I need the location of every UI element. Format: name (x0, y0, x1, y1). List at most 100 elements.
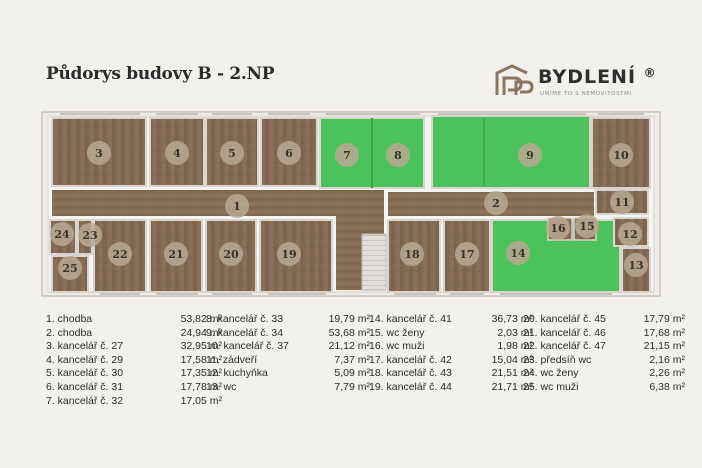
room-number: 18 (404, 248, 420, 261)
room-number: 14 (510, 247, 526, 260)
legend-room-label: 5. kancelář č. 30 (46, 367, 124, 380)
legend-row: 10. kancelář č. 37 21,12 m² (206, 340, 370, 354)
legend-room-area: 53,82 m² (180, 313, 222, 325)
room-number: 1 (233, 200, 241, 213)
room-number: 11 (614, 196, 629, 209)
legend-room-label: 7. kancelář č. 32 (46, 394, 124, 407)
room-badge (277, 141, 301, 165)
legend-room-label: 12. kuchyňka (206, 367, 268, 380)
legend-room-label: 15. wc ženy (369, 326, 425, 339)
legend-row: 23. předsíň wc 2,16 m² (523, 354, 685, 368)
legend-room-area: 53,68 m² (328, 326, 370, 339)
room-9 (431, 115, 591, 189)
room-number: 24 (54, 228, 70, 241)
room-number: 19 (281, 248, 296, 261)
brand-name: BYDLENÍ ® (538, 66, 657, 88)
page-title: Půdorys budovy B - 2.NP (46, 64, 275, 84)
legend-room-area: 1,98 m² (497, 340, 533, 353)
room-badge (518, 143, 542, 167)
legend-room-area: 21,12 m² (328, 340, 370, 353)
room-number: 9 (526, 149, 534, 162)
legend-room-label: 20. kancelář č. 45 (523, 313, 606, 325)
legend-room-area: 6,38 m² (649, 380, 685, 393)
legend-row: 12. kuchyňka 5,09 m² (206, 367, 370, 381)
legend-room-label: 16. wc muži (369, 340, 425, 353)
room-badge (386, 143, 410, 167)
room-number: 21 (168, 248, 183, 261)
legend-column-3: 14. kancelář č. 41 36,73 m² 15. wc ženy 2,0… (369, 313, 533, 395)
room-number: 13 (628, 259, 643, 272)
legend-room-area: 17,58 m² (180, 353, 222, 366)
room-badge (219, 242, 243, 266)
legend-row: 9. kancelář č. 34 53,68 m² (206, 327, 370, 341)
legend-room-label: 23. předsíň wc (523, 353, 592, 366)
legend-room-label: 3. kancelář č. 27 (46, 340, 124, 353)
room-number: 22 (112, 248, 127, 261)
legend-room-area: 17,05 m² (180, 394, 222, 407)
legend-room-area: 2,26 m² (649, 367, 685, 380)
room-badge (335, 143, 359, 167)
room-badge (225, 194, 249, 218)
legend-room-label: 4. kancelář č. 29 (46, 353, 124, 366)
legend-row: 14. kancelář č. 41 36,73 m² (369, 313, 533, 327)
brand-logo: BYDLENÍ ® UMÍME TO S NEMOVITOSTMI (494, 62, 664, 106)
room-number: 3 (95, 147, 103, 160)
room-number: 15 (579, 220, 594, 233)
room-badge (50, 222, 74, 246)
legend-room-label: 22. kancelář č. 47 (523, 340, 606, 353)
legend-row: 3. kancelář č. 27 32,95 m² (46, 340, 222, 354)
legend-room-area: 17,78 m² (180, 380, 222, 393)
legend-room-label: 10. kancelář č. 37 (206, 340, 289, 353)
legend-row: 5. kancelář č. 30 17,35 m² (46, 367, 222, 381)
legend-row: 7. kancelář č. 32 17,05 m² (46, 395, 222, 409)
legend-row: 24. wc ženy 2,26 m² (523, 367, 685, 381)
legend-room-area: 21,71 m² (491, 380, 533, 393)
room-number: 6 (285, 147, 293, 160)
legend-room-area: 21,51 m² (491, 367, 533, 380)
legend-room-area: 32,95 m² (180, 340, 222, 353)
room-badge (624, 253, 648, 277)
room-badge (220, 141, 244, 165)
room-badge (610, 190, 634, 214)
legend-row: 25. wc muži 6,38 m² (523, 381, 685, 395)
legend-room-label: 24. wc ženy (523, 367, 579, 380)
room-badge (165, 141, 189, 165)
legend-room-area: 7,37 m² (334, 353, 370, 366)
legend-column-4: 20. kancelář č. 45 17,79 m² 21. kancelář č… (523, 313, 685, 395)
room-number: 4 (173, 147, 181, 160)
legend-room-label: 9. kancelář č. 34 (206, 326, 284, 339)
room-badge (400, 242, 424, 266)
legend-row: 4. kancelář č. 29 17,58 m² (46, 354, 222, 368)
stairs (361, 233, 387, 291)
legend-room-label: 17. kancelář č. 42 (369, 353, 452, 366)
legend-room-label: 25. wc muži (523, 380, 579, 393)
room-badge (58, 256, 82, 280)
legend-room-label: 13. wc (206, 380, 237, 393)
legend-room-label: 19. kancelář č. 44 (369, 380, 452, 393)
room-badge (455, 242, 479, 266)
room-badge (575, 214, 599, 238)
legend-room-area: 2,03 m² (497, 326, 533, 339)
legend-room-area: 5,09 m² (334, 367, 370, 380)
legend-room-area: 19,79 m² (328, 313, 370, 325)
room-badge (484, 191, 508, 215)
legend-room-label: 14. kancelář č. 41 (369, 313, 452, 325)
legend-room-area: 17,79 m² (643, 313, 685, 325)
room-badge (108, 242, 132, 266)
legend-room-label: 21. kancelář č. 46 (523, 326, 606, 339)
room-number: 2 (492, 197, 500, 210)
legend-room-area: 7,79 m² (334, 380, 370, 393)
legend-room-area: 17,35 m² (180, 367, 222, 380)
legend-room-area: 36,73 m² (491, 313, 533, 325)
room-badge (164, 242, 188, 266)
legend-room-area: 2,16 m² (649, 353, 685, 366)
